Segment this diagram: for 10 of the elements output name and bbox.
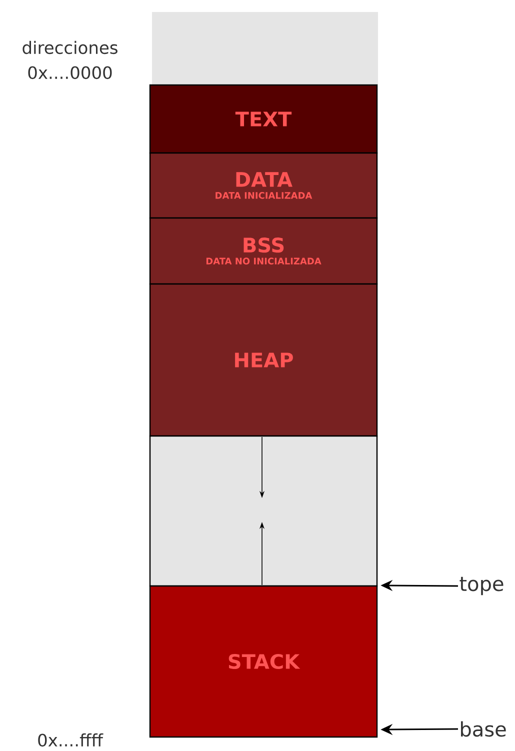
pointer-label: tope (460, 576, 504, 596)
address-label: direcciones 0x....0000 (22, 40, 118, 80)
memory-segment: BSS DATA NO INICIALIZADA (149, 217, 378, 285)
free-space-segment (149, 435, 378, 587)
memory-segment (152, 12, 378, 85)
memory-segment: DATA DATA INICIALIZADA (149, 152, 378, 219)
pointer-label: base (461, 721, 506, 737)
memory-segment: STACK (149, 585, 378, 738)
address-label: 0x....ffff (38, 733, 104, 747)
memory-segment: TEXT (149, 84, 378, 154)
